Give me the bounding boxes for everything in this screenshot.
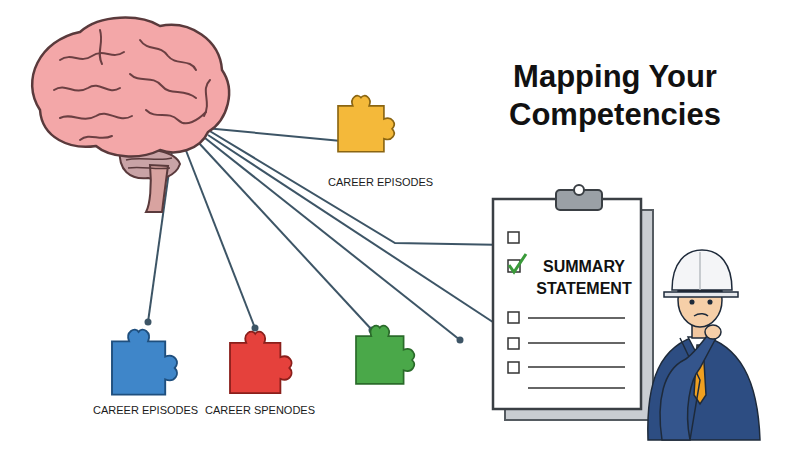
puzzle-piece [230,332,292,394]
clipboard-node: SUMMARY STATEMENT [528,256,640,300]
piece-label: CAREER EPISODES [93,403,198,417]
puzzle-piece [112,330,177,395]
node-text: SUMMARY STATEMENT [528,256,640,300]
leader-dots [145,139,512,344]
piece-label: CAREER EPISODES [328,175,433,189]
clipboard [493,185,653,420]
puzzle-piece [338,96,394,152]
puzzle-piece [356,326,414,384]
piece-label: CAREER SPENODES [205,403,315,417]
engineer-figure [648,250,760,440]
brain [32,18,229,212]
leader-lines [148,128,508,340]
title: Mapping Your Competencies [455,58,775,134]
